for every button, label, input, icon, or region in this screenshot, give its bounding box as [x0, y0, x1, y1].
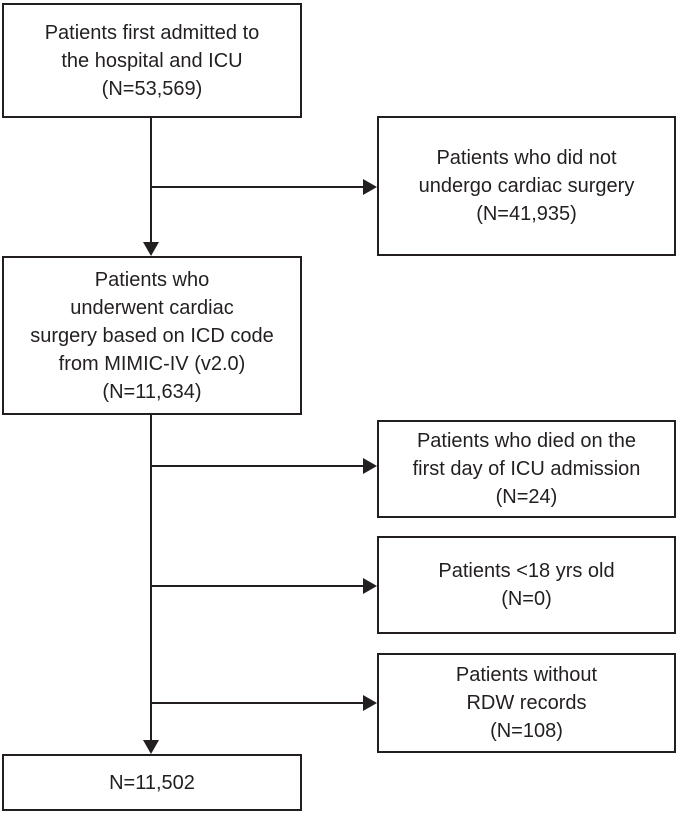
- text-line: RDW records: [466, 692, 587, 714]
- text-line: Patients who: [94, 268, 210, 291]
- flow-box-final-cohort-text: N=11,502: [109, 769, 195, 797]
- flow-box-under-18: Patients <18 yrs old (N=0): [377, 536, 676, 634]
- flow-box-died-first-day: Patients who died on the first day of IC…: [377, 420, 676, 518]
- flow-box-admitted-text: Patients first admitted to the hospital …: [45, 19, 260, 103]
- connector-branch-no-rdw: [150, 702, 364, 704]
- text-line: Patients first admitted to: [44, 21, 260, 44]
- text-line: (N=24): [495, 486, 558, 508]
- text-line: Patients who did not: [436, 147, 617, 169]
- flow-box-cardiac-surgery: Patients who underwent cardiac surgery b…: [2, 256, 302, 415]
- text-line: (N=108): [490, 720, 563, 742]
- arrowhead-down-cardiac: [143, 242, 159, 256]
- connector-admitted-to-cardiac: [150, 118, 152, 244]
- connector-branch-under-18: [150, 585, 364, 587]
- flow-box-no-cardiac-surgery-text: Patients who did not undergo cardiac sur…: [419, 144, 635, 228]
- arrowhead-right-no-rdw: [363, 695, 377, 711]
- text-line: Patients who died on the: [416, 430, 637, 452]
- text-line: (N=11,634): [102, 380, 202, 403]
- arrowhead-right-under-18: [363, 578, 377, 594]
- flow-box-cardiac-surgery-text: Patients who underwent cardiac surgery b…: [30, 266, 273, 406]
- text-line: Patients without: [455, 664, 598, 686]
- flow-box-no-cardiac-surgery: Patients who did not undergo cardiac sur…: [377, 116, 676, 256]
- arrowhead-right-no-cardiac-surgery: [363, 179, 377, 195]
- text-line: Patients <18 yrs old: [438, 560, 615, 582]
- flow-box-admitted: Patients first admitted to the hospital …: [2, 3, 302, 118]
- text-line: (N=53,569): [101, 77, 203, 100]
- text-line: the hospital and ICU: [61, 49, 243, 72]
- flow-box-no-rdw: Patients without RDW records (N=108): [377, 653, 676, 753]
- flow-box-under-18-text: Patients <18 yrs old (N=0): [438, 557, 614, 613]
- connector-branch-died-first-day: [150, 465, 364, 467]
- arrowhead-right-died-first-day: [363, 458, 377, 474]
- connector-branch-no-cardiac-surgery: [150, 186, 364, 188]
- flow-box-no-rdw-text: Patients without RDW records (N=108): [456, 661, 597, 745]
- flow-box-died-first-day-text: Patients who died on the first day of IC…: [413, 427, 641, 511]
- text-line: (N=0): [501, 588, 552, 610]
- text-line: first day of ICU admission: [412, 458, 641, 480]
- text-line: underwent cardiac: [70, 296, 234, 319]
- text-line: (N=41,935): [476, 203, 577, 225]
- arrowhead-down-final: [143, 740, 159, 754]
- text-line: N=11,502: [109, 771, 195, 794]
- text-line: from MIMIC-IV (v2.0): [58, 352, 246, 375]
- flow-box-final-cohort: N=11,502: [2, 754, 302, 811]
- connector-cardiac-to-final: [150, 415, 152, 742]
- text-line: surgery based on ICD code: [30, 324, 274, 347]
- text-line: undergo cardiac surgery: [418, 175, 635, 197]
